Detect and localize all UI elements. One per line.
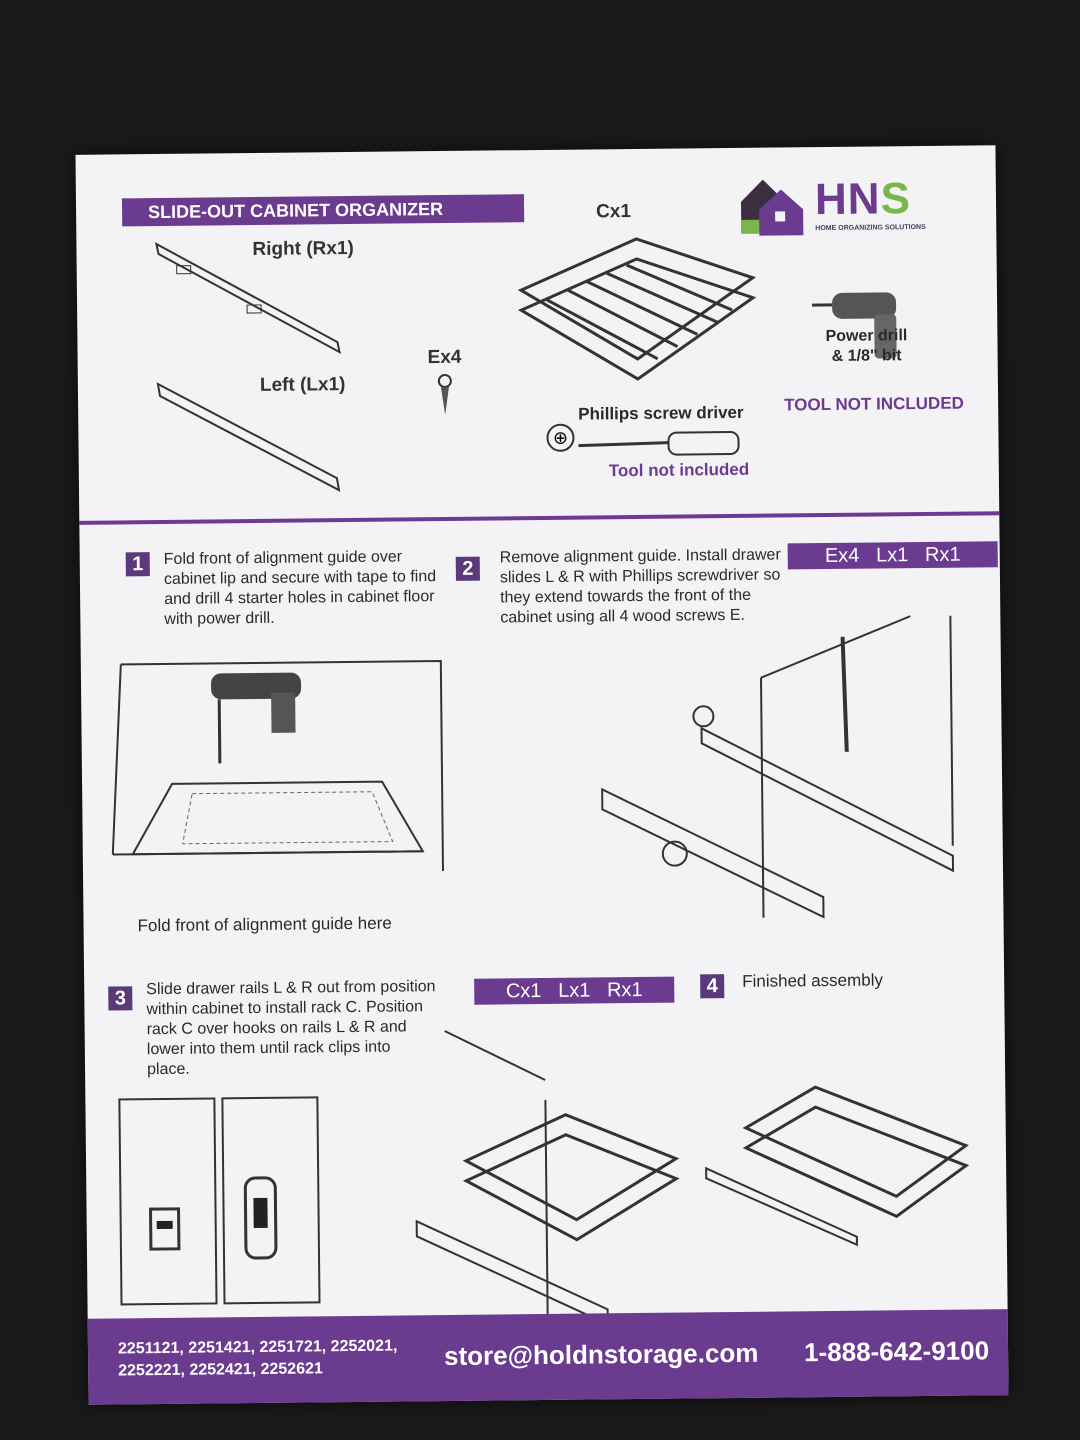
- step-4-number: 4: [700, 974, 725, 999]
- part-screws-label: Ex4: [427, 346, 462, 369]
- step-1-number: 1: [125, 552, 150, 577]
- sheet-title: SLIDE-OUT CABINET ORGANIZER: [121, 194, 525, 227]
- screwdriver-illustration: [578, 431, 740, 456]
- drill-icon: [211, 672, 302, 764]
- phillips-head-icon: ⊕: [546, 423, 575, 452]
- contact-phone[interactable]: 1-888-642-9100: [803, 1335, 990, 1368]
- power-drill-icon: [812, 292, 897, 359]
- footer-bar: 2251121, 2251421, 2251721, 2252021, 2252…: [87, 1309, 1009, 1405]
- screwdriver-label: Phillips screw driver: [578, 402, 744, 424]
- wire-rack-illustration: [517, 237, 757, 381]
- instruction-sheet: SLIDE-OUT CABINET ORGANIZER HNS HOME ORG…: [75, 145, 1009, 1405]
- step-3-rack-install-illustration: [415, 1030, 680, 1330]
- drill-not-included: TOOL NOT INCLUDED: [784, 393, 964, 415]
- step-3-parts: Cx1 Lx1 Rx1: [474, 976, 675, 1005]
- step-3-hook-detail-illustration: [118, 1096, 321, 1306]
- screwdriver-not-included: Tool not included: [608, 459, 750, 481]
- model-numbers-line-2: 2252221, 2252421, 2252621: [118, 1360, 323, 1380]
- step-2-text: Remove alignment guide. Install drawer s…: [499, 546, 781, 627]
- step-1-caption: Fold front of alignment guide here: [137, 913, 392, 936]
- left-rail-illustration: [156, 382, 341, 492]
- step-2-number: 2: [455, 556, 480, 581]
- contact-email[interactable]: store@holdnstorage.com: [443, 1337, 759, 1372]
- model-numbers: 2251121, 2251421, 2251721, 2252021, 2252…: [118, 1336, 398, 1383]
- drill-label: Power drill & 1/8" bit: [825, 327, 908, 365]
- hns-logo: HNS HOME ORGANIZING SOLUTIONS: [741, 174, 962, 246]
- house-logo-icon: [741, 179, 804, 236]
- logo-brand: HNS: [814, 174, 912, 225]
- finished-assembly-illustration: [705, 1085, 970, 1247]
- right-rail-illustration: [154, 242, 341, 355]
- model-numbers-line-1: 2251121, 2251421, 2251721, 2252021,: [117, 1337, 398, 1358]
- step-1-cabinet-illustration: [111, 660, 445, 872]
- step-1-text: Fold front of alignment guide over cabin…: [163, 548, 437, 628]
- logo-tagline: HOME ORGANIZING SOLUTIONS: [815, 223, 926, 233]
- step-3-text: Slide drawer rails L & R out from positi…: [146, 978, 436, 1079]
- step-4-text: Finished assembly: [742, 970, 884, 991]
- step-3-number: 3: [108, 986, 133, 1011]
- step-2-rail-install-illustration: [601, 615, 955, 919]
- section-divider: [79, 511, 1000, 525]
- step-2-parts: Ex4 Lx1 Rx1: [787, 541, 998, 570]
- screw-icon: [437, 373, 452, 415]
- part-rack-label: Cx1: [595, 201, 632, 223]
